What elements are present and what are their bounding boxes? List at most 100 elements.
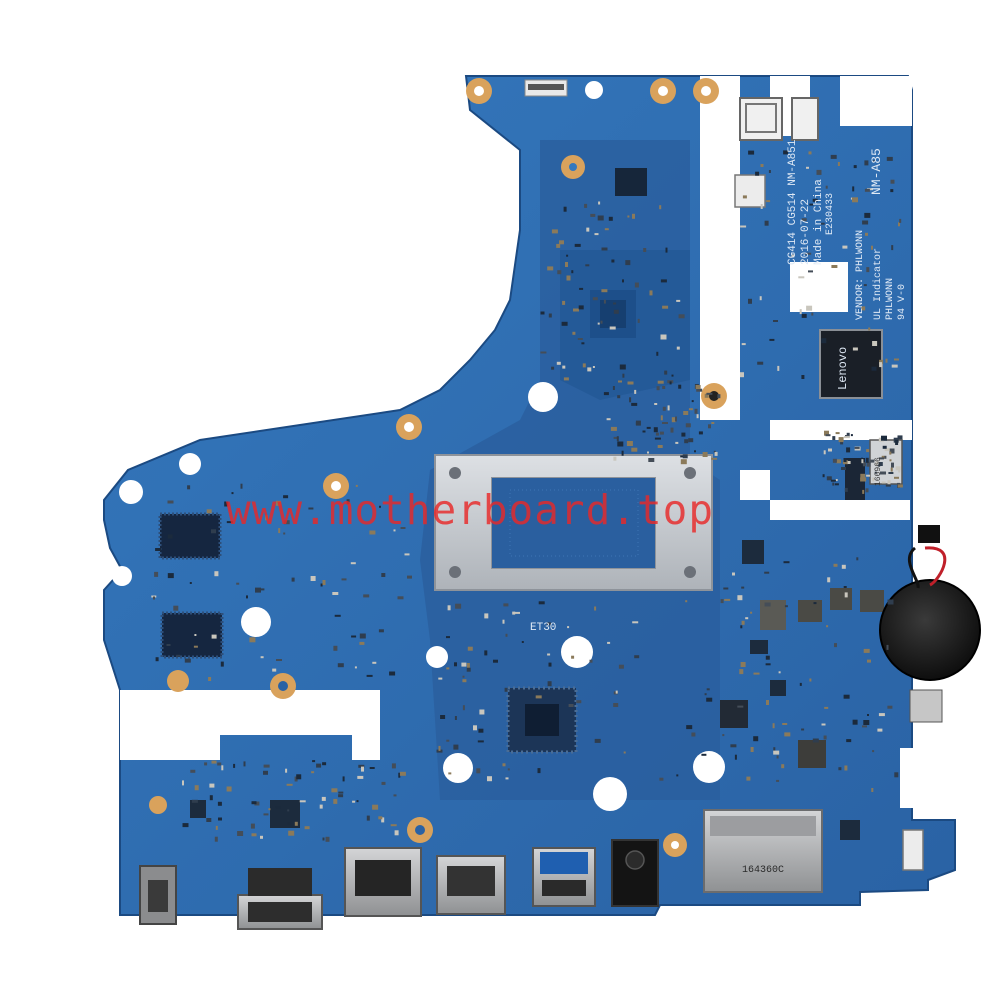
smd-part: [571, 655, 575, 659]
smd-part: [621, 450, 624, 456]
smd-part: [352, 800, 356, 803]
smd-part: [308, 507, 314, 510]
smd-part: [616, 436, 619, 442]
smd-part: [562, 300, 566, 305]
smd-part: [864, 160, 869, 166]
smd-part: [603, 299, 606, 304]
smd-part: [594, 606, 597, 611]
smd-part: [642, 430, 646, 433]
smd-part: [866, 474, 871, 477]
smd-part: [834, 643, 837, 648]
smd-part: [708, 424, 711, 429]
smd-part: [479, 709, 485, 715]
smd-part: [354, 666, 357, 669]
smd-part: [822, 474, 825, 478]
smd-part: [748, 150, 755, 155]
smd-part: [631, 402, 638, 406]
smd-part: [675, 416, 677, 422]
smd-part: [211, 634, 217, 639]
smd-part: [337, 663, 344, 668]
smd-part: [894, 476, 899, 479]
smd-part: [894, 358, 899, 361]
ic-chips: [158, 168, 943, 840]
smd-part: [867, 714, 869, 716]
smd-part: [214, 571, 219, 577]
smd-part: [683, 411, 689, 415]
smd-part: [760, 164, 764, 167]
smd-part: [895, 440, 899, 445]
smd-part: [844, 592, 848, 598]
smd-part: [484, 650, 488, 656]
smd-part: [462, 705, 465, 711]
smd-part: [167, 573, 174, 579]
smd-part: [782, 723, 788, 725]
smd-part: [608, 216, 613, 221]
silk-ul-mark: UL Indicator: [872, 248, 884, 320]
smd-part: [806, 305, 813, 311]
smd-part: [589, 659, 593, 663]
smd-part: [561, 321, 568, 326]
smd-part: [669, 381, 672, 385]
smd-part: [634, 655, 640, 659]
smd-part: [381, 573, 386, 577]
smd-part: [493, 659, 498, 663]
smd-part: [397, 596, 404, 600]
smd-part: [581, 342, 585, 345]
smd-part: [742, 195, 747, 199]
smd-part: [287, 822, 291, 825]
smd-part: [871, 788, 874, 792]
smd-part: [547, 266, 554, 271]
smd-part: [394, 830, 399, 836]
smd-part: [675, 441, 679, 444]
smd-part: [540, 311, 545, 315]
smd-part: [251, 833, 257, 837]
smd-part: [404, 553, 410, 556]
smd-part: [809, 678, 812, 682]
smd-part: [622, 279, 624, 283]
silk-ul-id: PHLWONN: [885, 278, 896, 320]
smd-part: [778, 671, 781, 674]
smd-part: [827, 577, 831, 583]
smd-part: [629, 397, 632, 403]
board-cutouts: [120, 76, 955, 808]
smd-part: [801, 218, 807, 222]
smd-part: [462, 675, 465, 678]
smd-part: [655, 432, 659, 436]
smd-part: [597, 215, 604, 221]
smd-part: [702, 452, 708, 457]
smd-part: [741, 620, 745, 625]
smd-part: [514, 611, 520, 614]
smd-part: [246, 595, 248, 599]
smd-part: [828, 448, 832, 452]
smd-part: [833, 563, 838, 567]
smd-part: [887, 480, 891, 485]
smd-part: [894, 772, 899, 778]
smd-part: [582, 363, 586, 368]
smd-part: [592, 366, 595, 368]
smd-part: [625, 260, 631, 266]
smd-part: [879, 362, 883, 368]
smd-part: [211, 760, 217, 764]
smd-part: [321, 796, 326, 801]
smd-part: [842, 460, 848, 465]
smd-part: [440, 715, 446, 719]
smd-part: [446, 667, 450, 670]
smd-part: [861, 459, 864, 464]
smd-part: [890, 467, 893, 472]
smd-part: [685, 600, 688, 603]
smd-part: [521, 641, 524, 643]
smd-part: [389, 671, 396, 676]
smd-part: [299, 800, 306, 803]
smd-part: [867, 659, 871, 663]
smd-part: [854, 446, 860, 449]
smd-part: [888, 472, 894, 474]
io-ports: [139, 809, 924, 930]
smd-part: [258, 588, 265, 591]
smd-part: [615, 690, 618, 694]
smd-part: [563, 206, 567, 212]
smd-part: [398, 772, 401, 778]
smd-part: [263, 770, 268, 775]
smd-part: [379, 505, 381, 508]
smd-part: [887, 705, 893, 709]
